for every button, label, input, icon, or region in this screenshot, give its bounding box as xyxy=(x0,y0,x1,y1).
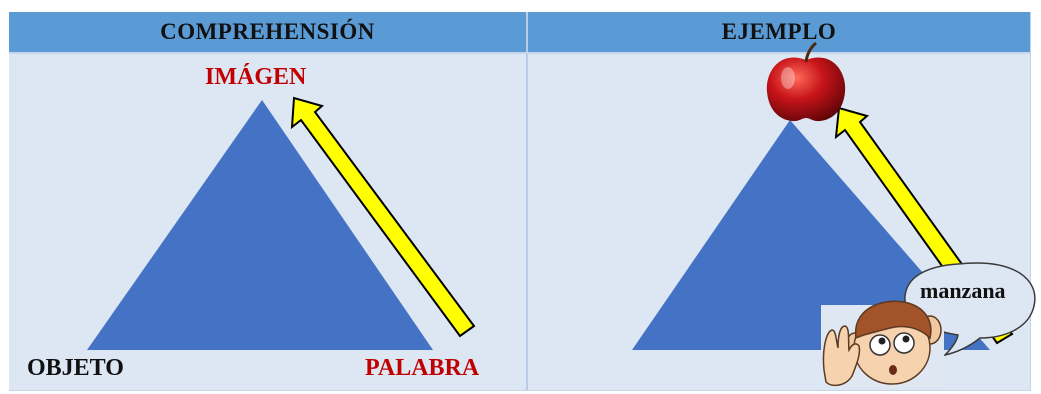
listening-boy-icon xyxy=(821,300,944,387)
label-apple-word: manzana xyxy=(920,278,1006,303)
column-divider xyxy=(526,12,528,390)
header-comprehension-text: COMPREHENSIÓN xyxy=(160,19,375,44)
header-example-text: EJEMPLO xyxy=(721,19,837,44)
header-divider xyxy=(9,52,1030,54)
label-word: PALABRA xyxy=(365,355,480,381)
triangle-left xyxy=(87,100,433,350)
triangle-right xyxy=(632,120,990,350)
label-object: OBJETO xyxy=(27,355,124,381)
speech-bubble-icon xyxy=(904,262,1036,357)
header-comprehension: COMPREHENSIÓN xyxy=(9,12,526,52)
label-image: IMÁGEN xyxy=(205,64,307,90)
header-example: EJEMPLO xyxy=(528,12,1030,52)
apple-icon xyxy=(766,41,846,122)
arrow-icon xyxy=(290,96,476,338)
